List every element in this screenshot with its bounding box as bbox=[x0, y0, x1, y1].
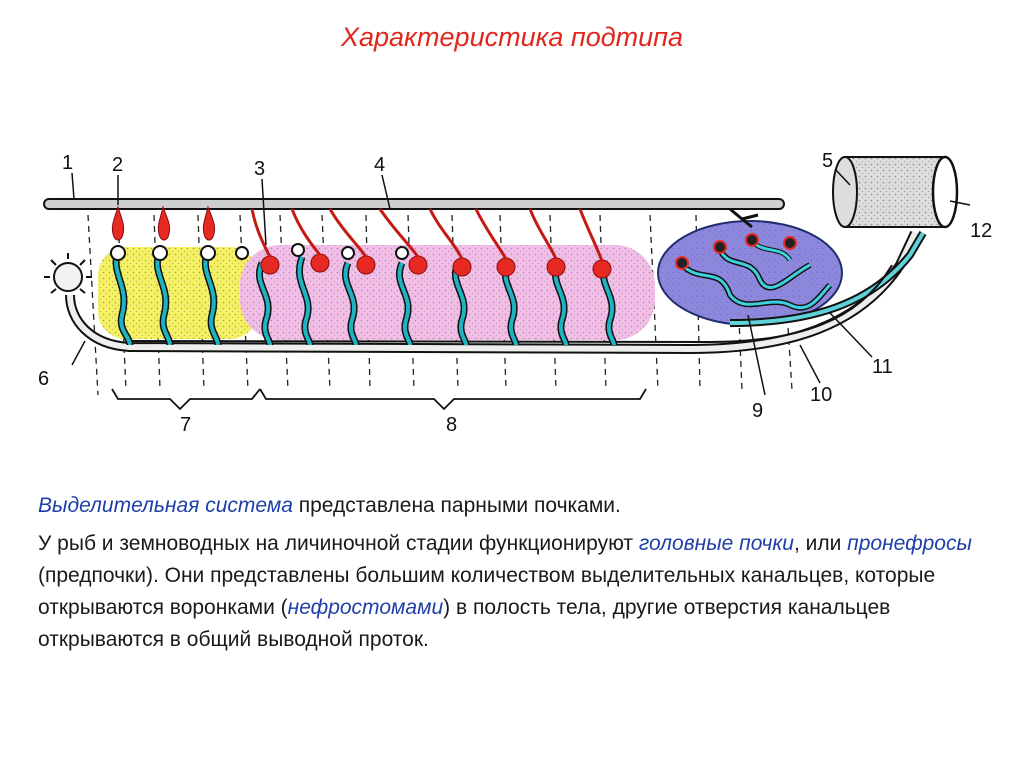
label-4: 4 bbox=[374, 154, 385, 176]
term-head-kidneys: головные почки bbox=[639, 532, 794, 555]
pronephric-glomeruli bbox=[112, 207, 214, 240]
slide-title: Характеристика подтипа bbox=[0, 22, 1024, 53]
nephrostome-funnel bbox=[44, 253, 92, 293]
label-1: 1 bbox=[62, 152, 73, 174]
paragraph-2-part-2: , или bbox=[794, 532, 847, 555]
label-6: 6 bbox=[38, 368, 49, 390]
label-8: 8 bbox=[446, 414, 457, 436]
label-3: 3 bbox=[254, 158, 265, 180]
label-12: 12 bbox=[970, 220, 992, 242]
label-9: 9 bbox=[752, 400, 763, 422]
label-7: 7 bbox=[180, 414, 191, 436]
kidney-diagram: 1 2 3 4 5 6 7 8 9 10 11 12 bbox=[30, 145, 1000, 440]
dorsal-aorta bbox=[44, 199, 784, 209]
cloaca bbox=[833, 157, 957, 227]
term-nephrostomes: нефростомами bbox=[288, 596, 444, 619]
paragraph-1-rest: представлена парными почками. bbox=[293, 494, 621, 517]
description: Выделительная система представлена парны… bbox=[38, 490, 988, 662]
label-2: 2 bbox=[112, 154, 123, 176]
bracket-8 bbox=[260, 389, 646, 409]
paragraph-2-part-1: У рыб и земноводных на личиночной стадии… bbox=[38, 532, 639, 555]
label-5: 5 bbox=[822, 150, 833, 172]
label-11: 11 bbox=[872, 356, 893, 378]
paragraph-1: Выделительная система представлена парны… bbox=[38, 490, 988, 522]
bracket-7 bbox=[112, 389, 260, 409]
paragraph-2: У рыб и земноводных на личиночной стадии… bbox=[38, 528, 988, 656]
label-10: 10 bbox=[810, 384, 832, 406]
term-excretory-system: Выделительная система bbox=[38, 494, 293, 517]
term-pronephros: пронефросы bbox=[847, 532, 972, 555]
